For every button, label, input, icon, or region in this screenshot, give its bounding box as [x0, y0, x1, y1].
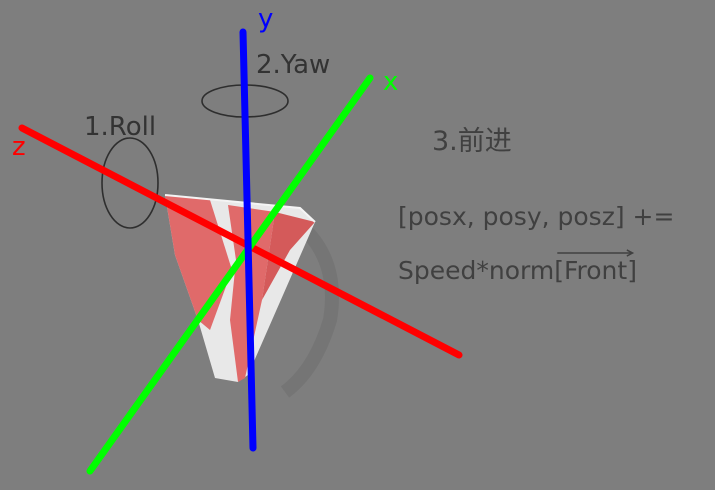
formula-line-1: [posx, posy, posz] +=	[398, 202, 675, 231]
formula-line-2: Speed*norm[Front]	[398, 249, 637, 285]
x-axis-line	[86, 74, 374, 475]
speed-norm-text: Speed*norm	[398, 256, 555, 285]
z-axis-line	[18, 124, 463, 359]
model-rim	[164, 194, 316, 223]
front-vector-text: [Front]	[554, 256, 637, 285]
front-vector: [Front]	[554, 249, 637, 285]
z-axis-label: z	[12, 132, 26, 162]
model-right-panel	[262, 212, 315, 300]
x-axis-label: x	[383, 67, 398, 97]
y-axis-label: y	[258, 4, 273, 34]
vector-arrow-icon	[557, 249, 635, 257]
model-shadow	[280, 219, 339, 398]
roll-label: 1.Roll	[84, 112, 156, 142]
y-axis-line	[239, 28, 257, 452]
roll-rotation-ring	[101, 137, 159, 229]
step3-title: 3.前进	[432, 126, 512, 157]
aircraft-model	[164, 194, 316, 382]
yaw-label: 2.Yaw	[256, 50, 330, 80]
